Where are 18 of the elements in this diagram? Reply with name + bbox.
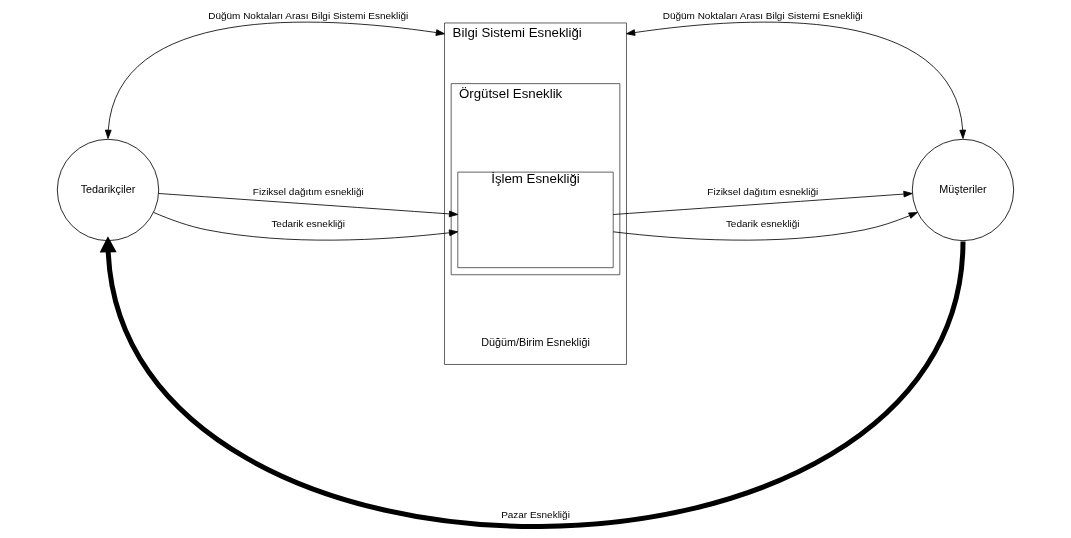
arrow <box>104 21 445 139</box>
arrow <box>158 193 459 218</box>
node-circle: Müşteriler <box>911 138 1015 242</box>
edge-label: Tedarik esnekliği <box>725 218 800 230</box>
arrow <box>612 190 913 215</box>
edge-label: Düğüm Noktaları Arası Bilgi Sistemi Esnekliği <box>208 10 409 22</box>
arrow <box>99 236 966 529</box>
edge-label: Düğüm Noktaları Arası Bilgi Sistemi Esnekliği <box>662 10 863 22</box>
node-label: Düğüm/Birim Esnekliği <box>481 335 590 348</box>
arrow <box>626 21 967 139</box>
node-circle: Tedarikçiler <box>56 138 160 242</box>
arrow <box>153 212 459 241</box>
edge-label: Tedarik esnekliği <box>271 218 346 230</box>
edge-label: Fiziksel dağıtım esnekliği <box>707 185 819 197</box>
edge-label: Pazar Esnekliği <box>501 508 570 520</box>
edge-label: Fiziksel dağıtım esnekliği <box>252 185 364 197</box>
node-box: İşlem Esnekliği <box>457 171 614 269</box>
arrow <box>612 212 918 241</box>
